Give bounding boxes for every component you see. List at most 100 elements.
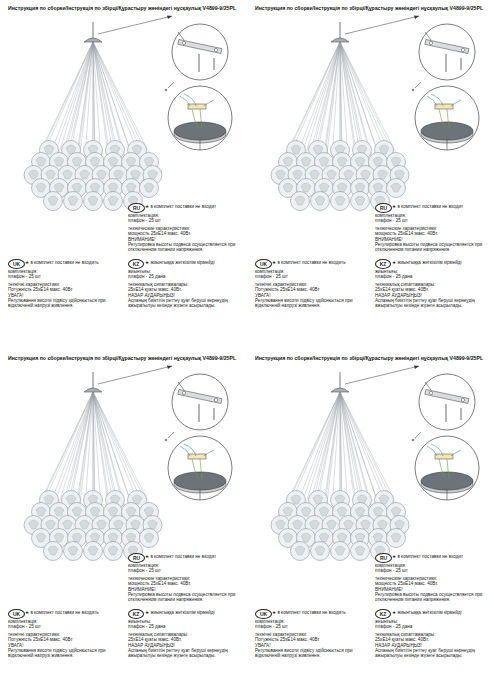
instruction-text: ВНИМАНИЕ! bbox=[375, 237, 403, 242]
instruction-text: технічні характеристики: bbox=[255, 282, 307, 287]
instruction-text: техникалық сипаттамалары: bbox=[375, 632, 435, 637]
instruction-text: Регулировка высоты подвеса осуществляетс… bbox=[128, 592, 240, 603]
instruction-text: 25хE14 қуаты макс. 40Вт. bbox=[375, 287, 429, 292]
instruction-text: жиынтығы: bbox=[128, 269, 151, 274]
badge-text: RU bbox=[380, 206, 387, 211]
instruction-text: технические характеристики: bbox=[375, 576, 437, 581]
language-badge: UK bbox=[8, 609, 25, 619]
badge-text: UK bbox=[13, 262, 20, 267]
instruction-text: Аспаның биіктігін реттеу қуат беруші кер… bbox=[375, 648, 487, 659]
instruction-text: плафон - 25 шт bbox=[8, 274, 41, 279]
instruction-text: Аспаның биіктігін реттеу қуат беруші кер… bbox=[128, 298, 240, 309]
instruction-text: техникалық сипаттамалары: bbox=[128, 282, 188, 287]
instruction-text: плафон - 25 дана bbox=[128, 624, 165, 629]
instruction-text: ВНИМАНИЕ! bbox=[128, 237, 156, 242]
instruction-text: жиынтығы: bbox=[128, 619, 151, 624]
badge-text: UK bbox=[13, 612, 20, 617]
instruction-text: мощность 25хE14 макс. 40Вт. bbox=[128, 231, 191, 236]
instruction-text: Аспаның биіктігін реттеу қуат беруші кер… bbox=[375, 298, 487, 309]
instruction-text: жиынтығы: bbox=[375, 619, 398, 624]
sheet-title: Инструкция по сборке/Інструкція по збірц… bbox=[8, 356, 236, 362]
language-badge: UK bbox=[8, 259, 25, 269]
instruction-text: плафон - 25 дана bbox=[375, 274, 412, 279]
instruction-text: Регулировка высоты подвеса осуществляетс… bbox=[375, 242, 487, 253]
instruction-text: мощность 25хE14 макс. 40Вт. bbox=[375, 581, 438, 586]
instruction-text: ★ в комплект поставки не входит bbox=[145, 554, 216, 559]
instruction-text: жиынтығы: bbox=[375, 269, 398, 274]
instruction-text: 25хE14 қуаты макс. 40Вт. bbox=[128, 287, 182, 292]
instruction-text: Регулювання висоти підвісу здійснюється … bbox=[8, 298, 120, 309]
instruction-text: плафон - 25 шт bbox=[375, 568, 408, 573]
instruction-text: 25хE14 қуаты макс. 40Вт. bbox=[375, 637, 429, 642]
instruction-text: технические характеристики: bbox=[375, 226, 437, 231]
instruction-text: УВАГА! bbox=[255, 643, 270, 648]
instruction-text: ★ жиынтыққа жеткізілім кірмейді bbox=[392, 260, 462, 265]
language-badge: KZ bbox=[128, 259, 144, 269]
instruction-text: комплектація: bbox=[8, 269, 38, 274]
instruction-text: плафон - 25 шт bbox=[255, 624, 288, 629]
instruction-text: комплектация: bbox=[375, 563, 406, 568]
instruction-text: ★ в комплект поставки не входить bbox=[25, 610, 99, 615]
instruction-text: техникалық сипаттамалары: bbox=[375, 282, 435, 287]
badge-text: UK bbox=[260, 612, 267, 617]
instruction-text: плафон - 25 шт bbox=[128, 218, 161, 223]
instruction-text: ★ в комплект поставки не входить bbox=[25, 260, 99, 265]
language-badge: RU bbox=[375, 203, 392, 213]
instruction-text: плафон - 25 шт bbox=[375, 218, 408, 223]
instruction-text: ВНИМАНИЕ! bbox=[375, 587, 403, 592]
instruction-text: НАЗАР АУДАРЫҢЫЗ! bbox=[375, 643, 422, 648]
instruction-text: Регулировка высоты подвеса осуществляетс… bbox=[375, 592, 487, 603]
instruction-text: техникалық сипаттамалары: bbox=[128, 632, 188, 637]
instruction-text: Регулювання висоти підвісу здійснюється … bbox=[255, 298, 367, 309]
instruction-text: ★ в комплект поставки не входит bbox=[392, 204, 463, 209]
instruction-text: ★ жиынтыққа жеткізілім кірмейді bbox=[392, 610, 462, 615]
badge-text: RU bbox=[380, 556, 387, 561]
instruction-text: плафон - 25 дана bbox=[128, 274, 165, 279]
instruction-text: технічні характеристики: bbox=[8, 282, 60, 287]
instruction-text: Регулировка высоты подвеса осуществляетс… bbox=[128, 242, 240, 253]
instruction-text: мощность 25хE14 макс. 40Вт. bbox=[128, 581, 191, 586]
instruction-text: комплектація: bbox=[255, 269, 285, 274]
instruction-text: НАЗАР АУДАРЫҢЫЗ! bbox=[128, 643, 175, 648]
instruction-text: Потужність 25хE14 макс. 40Вт bbox=[8, 287, 73, 292]
language-badge: RU bbox=[128, 553, 145, 563]
badge-text: RU bbox=[133, 556, 140, 561]
language-badge: UK bbox=[255, 609, 272, 619]
badge-text: RU bbox=[133, 206, 140, 211]
instruction-text: комплектация: bbox=[128, 213, 159, 218]
instruction-text: Потужність 25хE14 макс. 40Вт bbox=[8, 637, 73, 642]
language-badge: KZ bbox=[375, 259, 391, 269]
instruction-text: технические характеристики: bbox=[128, 226, 190, 231]
instruction-text: Аспаның биіктігін реттеу қуат беруші кер… bbox=[128, 648, 240, 659]
instruction-text: плафон - 25 шт bbox=[128, 568, 161, 573]
instruction-text: ★ в комплект поставки не входит bbox=[392, 554, 463, 559]
badge-text: UK bbox=[260, 262, 267, 267]
instruction-text: комплектація: bbox=[8, 619, 38, 624]
language-badge: KZ bbox=[375, 609, 391, 619]
sheet-title: Инструкция по сборке/Інструкція по збірц… bbox=[255, 356, 483, 362]
instruction-text: комплектація: bbox=[255, 619, 285, 624]
instruction-text: НАЗАР АУДАРЫҢЫЗ! bbox=[128, 293, 175, 298]
instruction-text: плафон - 25 шт bbox=[255, 274, 288, 279]
badge-text: KZ bbox=[133, 612, 140, 617]
instruction-text: УВАГА! bbox=[255, 293, 270, 298]
badge-text: KZ bbox=[380, 612, 387, 617]
instruction-text: Потужність 25хE14 макс. 40Вт bbox=[255, 637, 320, 642]
instruction-text: Потужність 25хE14 макс. 40Вт bbox=[255, 287, 320, 292]
instruction-text: Регулювання висоти підвісу здійснюється … bbox=[8, 648, 120, 659]
badge-text: KZ bbox=[380, 262, 387, 267]
language-badge: UK bbox=[255, 259, 272, 269]
instruction-text: технические характеристики: bbox=[128, 576, 190, 581]
instruction-text: 25хE14 қуаты макс. 40Вт. bbox=[128, 637, 182, 642]
instruction-text: ВНИМАНИЕ! bbox=[128, 587, 156, 592]
instruction-text: комплектация: bbox=[128, 563, 159, 568]
sheet-title: Инструкция по сборке/Інструкція по збірц… bbox=[255, 6, 483, 12]
instruction-text: НАЗАР АУДАРЫҢЫЗ! bbox=[375, 293, 422, 298]
instruction-text: комплектация: bbox=[375, 213, 406, 218]
instruction-text: технічні характеристики: bbox=[255, 632, 307, 637]
language-badge: RU bbox=[375, 553, 392, 563]
badge-text: KZ bbox=[133, 262, 140, 267]
instruction-text: УВАГА! bbox=[8, 293, 23, 298]
language-badge: RU bbox=[128, 203, 145, 213]
sheet-title: Инструкция по сборке/Інструкція по збірц… bbox=[8, 6, 236, 12]
